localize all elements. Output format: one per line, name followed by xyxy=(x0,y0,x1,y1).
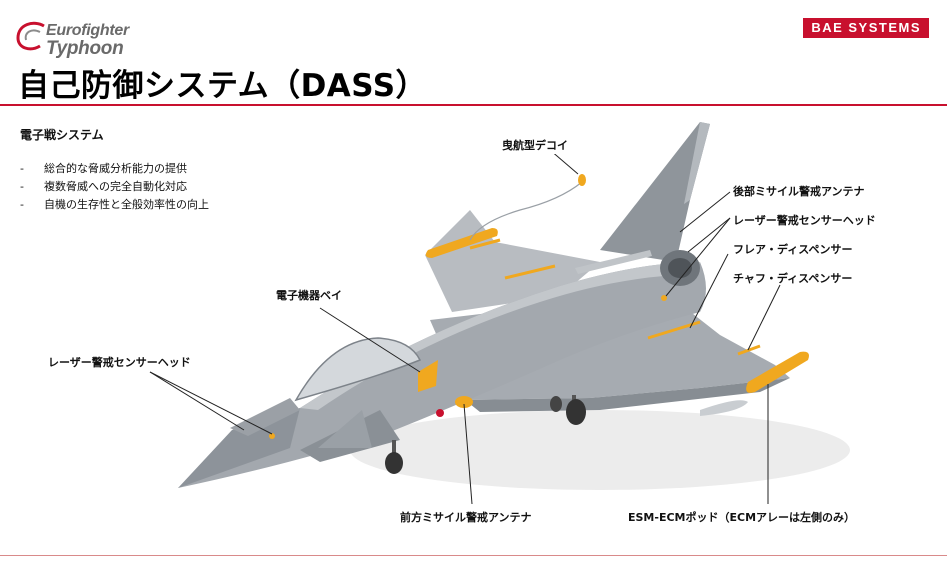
swirl-icon xyxy=(16,21,45,51)
list-item: - 複数脅威への完全自動化対応 xyxy=(20,178,209,196)
engine-nozzle-inner xyxy=(668,258,692,278)
bullet-text: 複数脅威への完全自動化対応 xyxy=(44,180,187,193)
bullet-dash: - xyxy=(20,198,24,211)
section-heading: 電子戦システム xyxy=(20,128,104,142)
callout-flare-dispenser: フレア・ディスペンサー xyxy=(733,243,853,256)
tail-fin xyxy=(600,122,710,262)
list-item: - 自機の生存性と全般効率性の向上 xyxy=(20,196,209,214)
logo-text-line1: Eurofighter xyxy=(46,22,129,39)
missile xyxy=(575,250,652,274)
tail-fin-edge xyxy=(684,122,710,204)
decoy-cable xyxy=(469,181,583,241)
esm-pod-near xyxy=(746,351,809,393)
far-wing-sensor-strip xyxy=(504,264,556,280)
leader-line xyxy=(747,284,781,351)
bullet-text: 自機の生存性と全般効率性の向上 xyxy=(44,198,209,211)
list-item: - 総合的な脅威分析能力の提供 xyxy=(20,160,209,178)
front-missile-antenna-patch xyxy=(455,396,473,408)
main-wheel xyxy=(566,399,586,425)
drop-tank xyxy=(700,400,748,416)
fuselage-top-highlight xyxy=(300,262,700,410)
leader-line xyxy=(689,253,729,329)
title-divider xyxy=(0,104,947,106)
aircraft-diagram xyxy=(149,122,850,505)
bullet-dash: - xyxy=(20,180,24,193)
esm-pod-far xyxy=(425,228,498,258)
main-wheel-far xyxy=(550,396,562,412)
callout-ew-bay: 電子機器ベイ xyxy=(276,289,342,302)
ew-bay-panel xyxy=(418,360,438,392)
footer-divider xyxy=(0,555,947,556)
canard xyxy=(230,398,300,436)
canopy xyxy=(294,337,422,402)
callout-towed-decoy: 曳航型デコイ xyxy=(498,136,572,154)
far-wing-sensor-strip-small xyxy=(469,238,501,250)
leader-line xyxy=(687,217,731,253)
bullet-dash: - xyxy=(20,162,24,175)
far-wing xyxy=(425,210,600,312)
chaff-dispenser-strip xyxy=(737,344,761,356)
callout-front-missile-antenna: 前方ミサイル警戒アンテナ xyxy=(400,511,532,524)
near-wing-shade xyxy=(465,378,790,412)
ground-shadow xyxy=(350,410,850,490)
callout-rear-missile-antenna: 後部ミサイル警戒アンテナ xyxy=(733,185,865,198)
leader-line xyxy=(665,217,731,297)
leader-line xyxy=(549,149,579,175)
bae-systems-badge: BAE SYSTEMS xyxy=(803,18,929,38)
nose-wheel xyxy=(385,452,403,474)
laser-sensor-rear xyxy=(661,295,667,301)
callout-laser-head-front: レーザー警戒センサーヘッド xyxy=(48,356,191,369)
leader-line xyxy=(463,403,473,505)
leader-line xyxy=(149,371,245,431)
fuselage xyxy=(178,262,706,488)
feature-list: - 総合的な脅威分析能力の提供 - 複数脅威への完全自動化対応 - 自機の生存性と全般… xyxy=(20,160,209,214)
roundel xyxy=(436,409,444,417)
laser-sensor-front xyxy=(269,433,275,439)
callout-laser-head-rear: レーザー警戒センサーヘッド xyxy=(733,214,876,227)
nose-gear xyxy=(392,440,396,460)
eurofighter-typhoon-logo: Eurofighter Typhoon xyxy=(14,12,144,62)
leader-line xyxy=(679,191,731,233)
towed-decoy xyxy=(578,174,586,186)
page-title: 自己防御システム（DASS） xyxy=(18,68,428,104)
leader-lines xyxy=(149,149,781,505)
leader-line xyxy=(149,371,273,435)
callout-esm-ecm-pod: ESM-ECMポッド（ECMアレーは左側のみ） xyxy=(628,511,856,524)
callout-chaff-dispenser: チャフ・ディスペンサー xyxy=(733,272,853,285)
nose-cone xyxy=(178,408,300,488)
ventral-fin xyxy=(318,410,372,448)
bullet-text: 総合的な脅威分析能力の提供 xyxy=(44,162,187,175)
logo-text-line2: Typhoon xyxy=(46,38,124,59)
leader-line xyxy=(319,307,421,373)
